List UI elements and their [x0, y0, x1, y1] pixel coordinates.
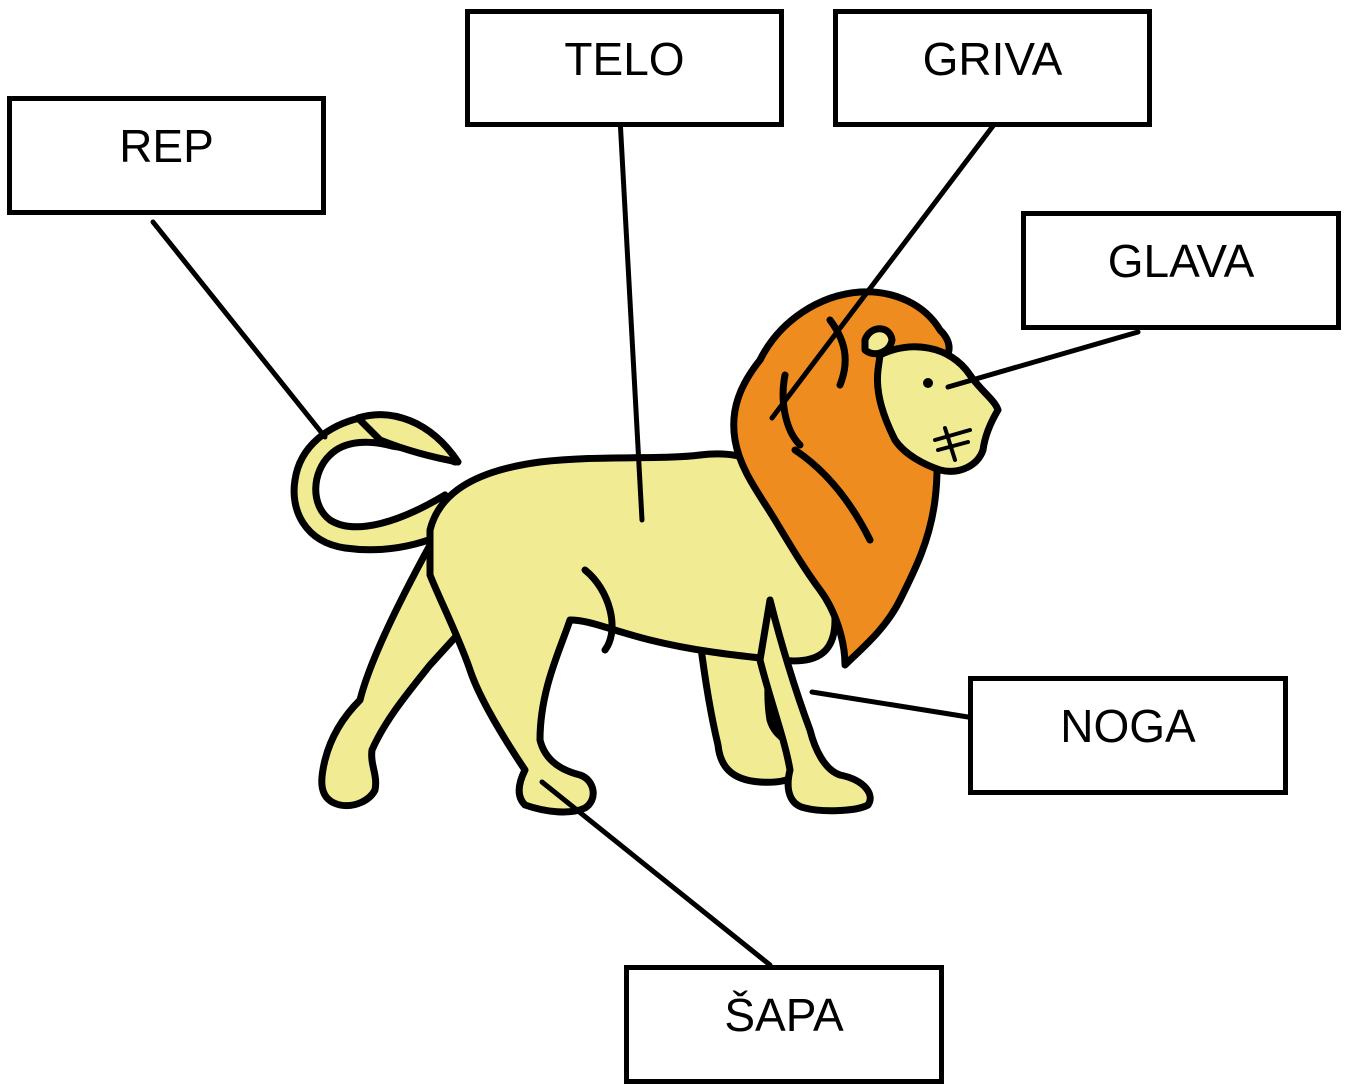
mane-strand — [826, 316, 849, 389]
near-front-leg — [756, 596, 874, 815]
mane-strand — [791, 446, 874, 544]
lion-mouth — [933, 426, 972, 462]
tail-tuft — [354, 411, 462, 466]
lion-eye — [923, 378, 933, 388]
leader-sapa — [539, 779, 773, 968]
leader-noga — [809, 689, 971, 720]
lion-illustration — [290, 288, 1002, 816]
far-hind-leg — [318, 541, 484, 810]
mane-strand — [779, 371, 804, 449]
label-sapa: ŠAPA — [724, 989, 844, 1041]
label-box-glava: GLAVA — [1021, 211, 1341, 330]
label-telo: TELO — [564, 33, 685, 85]
label-griva: GRIVA — [922, 33, 1063, 85]
label-box-griva: GRIVA — [833, 9, 1152, 127]
leader-telo — [617, 115, 645, 523]
leader-glava — [945, 329, 1141, 390]
label-rep: REP — [119, 120, 214, 172]
leader-griva — [769, 119, 999, 421]
label-glava: GLAVA — [1107, 235, 1255, 287]
label-box-sapa: ŠAPA — [624, 965, 944, 1084]
hind-leg-outline — [581, 566, 616, 654]
leader-lines — [150, 115, 1141, 968]
label-noga: NOGA — [1060, 700, 1196, 752]
label-box-telo: TELO — [465, 9, 784, 127]
lion-ear — [861, 325, 896, 358]
leader-rep — [150, 219, 328, 440]
label-box-rep: REP — [7, 96, 326, 215]
label-box-noga: NOGA — [968, 676, 1288, 795]
